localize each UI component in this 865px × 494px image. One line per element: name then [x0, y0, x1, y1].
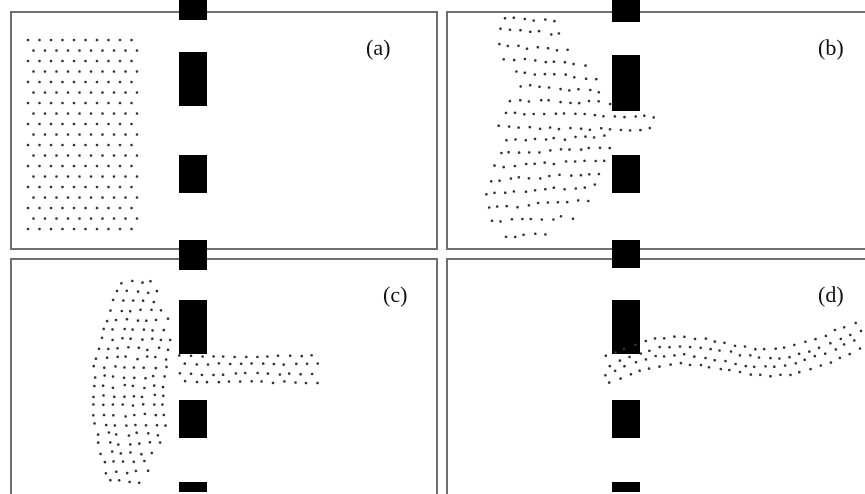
- barrier-wall-lower-d: [612, 400, 640, 438]
- barrier-wall-upper-b: [612, 55, 640, 111]
- barrier-wall-mid-a: [179, 240, 207, 270]
- panel-b: (b): [446, 11, 865, 250]
- barrier-wall-lower-c: [179, 400, 207, 438]
- panel-label-b: (b): [818, 35, 844, 60]
- panel-label-d: (d): [818, 282, 844, 307]
- panel-d: (d): [446, 258, 865, 494]
- panel-a: (a): [10, 11, 438, 250]
- barrier-wall-top-a: [179, 0, 207, 20]
- barrier-wall-bottom-c: [179, 482, 207, 492]
- barrier-wall-mid-b: [612, 240, 640, 268]
- barrier-wall-lower-a: [179, 155, 207, 193]
- panel-c: (c): [10, 258, 438, 494]
- barrier-wall-lower-b: [612, 155, 640, 193]
- barrier-wall-upper-c: [179, 300, 207, 354]
- barrier-wall-bottom-d: [612, 482, 640, 492]
- barrier-wall-top-b: [612, 0, 640, 22]
- barrier-wall-upper-a: [179, 52, 207, 106]
- panel-label-a: (a): [366, 35, 391, 60]
- panel-label-c: (c): [383, 282, 408, 307]
- barrier-wall-upper-d: [612, 300, 640, 354]
